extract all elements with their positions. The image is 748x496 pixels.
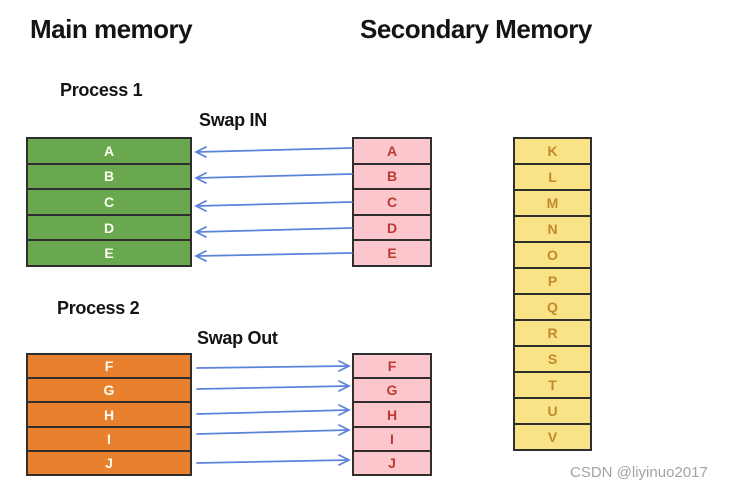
swap-out-arrow-icon <box>196 454 351 466</box>
memory-cell: E <box>28 239 190 265</box>
swap-in-arrows <box>194 146 353 262</box>
memory-cell: B <box>28 162 190 189</box>
memory-cell: A <box>354 139 430 163</box>
memory-cell: V <box>515 423 590 449</box>
memory-cell: B <box>354 162 430 189</box>
memory-cell: A <box>28 139 190 163</box>
memory-cell: N <box>515 215 590 241</box>
swap-out-arrows <box>196 360 351 466</box>
main-memory-title: Main memory <box>30 14 193 44</box>
main-memory-process2-table: F G H I J <box>26 353 192 476</box>
memory-cell: J <box>28 449 190 475</box>
memory-cell: R <box>515 319 590 345</box>
swap-out-arrow-icon <box>196 360 351 372</box>
memory-cell: T <box>515 371 590 397</box>
memory-cell: J <box>354 449 430 475</box>
secondary-memory-title: Secondary Memory <box>360 14 592 44</box>
memory-cell: E <box>354 239 430 265</box>
memory-cell: C <box>354 188 430 214</box>
secondary-store-table: K L M N O P Q R S T U V <box>513 137 592 451</box>
memory-cell: H <box>28 401 190 426</box>
memory-cell: I <box>28 425 190 450</box>
memory-cell: D <box>28 213 190 240</box>
process1-label: Process 1 <box>60 80 143 100</box>
memory-cell: F <box>28 355 190 378</box>
swap-out-arrow-icon <box>196 404 351 416</box>
memory-cell: I <box>354 425 430 450</box>
swap-out-arrow-icon <box>196 380 351 392</box>
swap-in-arrow-icon <box>194 250 353 262</box>
csdn-watermark: CSDN @liyinuo2017 <box>570 464 708 481</box>
memory-cell: G <box>354 377 430 402</box>
memory-cell: Q <box>515 293 590 319</box>
memory-cell: G <box>28 377 190 402</box>
swap-in-arrow-icon <box>194 226 353 238</box>
memory-cell: M <box>515 189 590 215</box>
memory-cell: F <box>354 355 430 378</box>
main-memory-process1-table: A B C D E <box>26 137 192 267</box>
memory-cell: L <box>515 163 590 189</box>
secondary-swap-out-table: F G H I J <box>352 353 432 476</box>
swap-out-arrow-icon <box>196 424 351 436</box>
memory-cell: D <box>354 213 430 240</box>
process2-label: Process 2 <box>57 298 140 318</box>
memory-cell: P <box>515 267 590 293</box>
memory-cell: S <box>515 345 590 371</box>
memory-cell: U <box>515 397 590 423</box>
swap-in-arrow-icon <box>194 172 353 184</box>
secondary-swap-in-table: A B C D E <box>352 137 432 267</box>
swap-in-arrow-icon <box>194 200 353 212</box>
memory-cell: O <box>515 241 590 267</box>
swap-out-label: Swap Out <box>197 328 278 348</box>
memory-cell: H <box>354 401 430 426</box>
swap-in-label: Swap IN <box>199 110 267 130</box>
swap-in-arrow-icon <box>194 146 353 158</box>
memory-cell: C <box>28 188 190 214</box>
memory-cell: K <box>515 139 590 163</box>
